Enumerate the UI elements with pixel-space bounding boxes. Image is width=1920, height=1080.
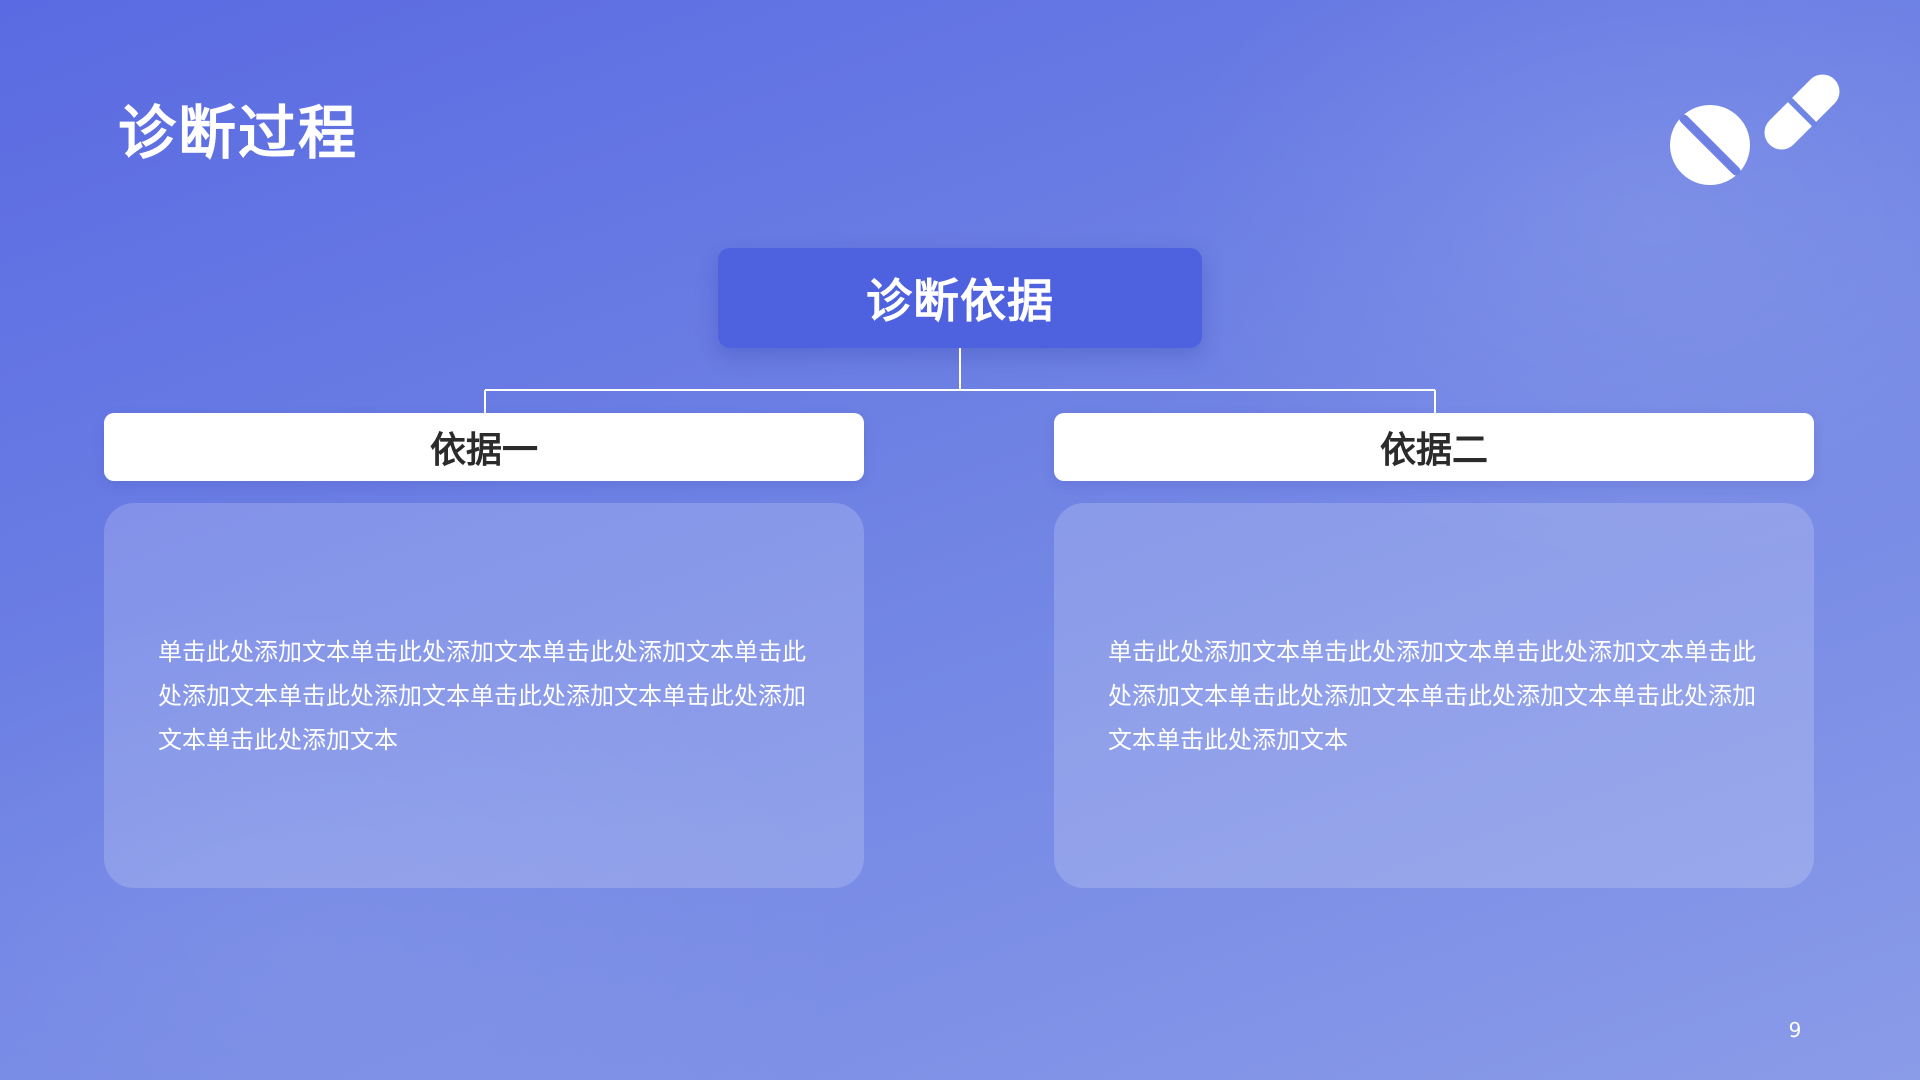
basis-two-card: 单击此处添加文本单击此处添加文本单击此处添加文本单击此处添加文本单击此处添加文本… bbox=[1054, 503, 1814, 888]
basis-one-header: 依据一 bbox=[104, 413, 864, 481]
basis-one-label: 依据一 bbox=[429, 430, 538, 471]
basis-two-header: 依据二 bbox=[1054, 413, 1814, 481]
pill-icon bbox=[1670, 74, 1840, 185]
diagnosis-basis-label: 诊断依据 bbox=[866, 274, 1054, 328]
basis-two-text[interactable]: 单击此处添加文本单击此处添加文本单击此处添加文本单击此处添加文本单击此处添加文本… bbox=[1108, 637, 1756, 754]
page-title: 诊断过程 bbox=[118, 99, 359, 167]
diagnosis-basis-node: 诊断依据 bbox=[718, 248, 1202, 348]
basis-one-card: 单击此处添加文本单击此处添加文本单击此处添加文本单击此处添加文本单击此处添加文本… bbox=[104, 503, 864, 888]
basis-one-text[interactable]: 单击此处添加文本单击此处添加文本单击此处添加文本单击此处添加文本单击此处添加文本… bbox=[158, 637, 806, 754]
basis-two-label: 依据二 bbox=[1379, 430, 1488, 471]
page-number: 9 bbox=[1788, 1018, 1802, 1042]
